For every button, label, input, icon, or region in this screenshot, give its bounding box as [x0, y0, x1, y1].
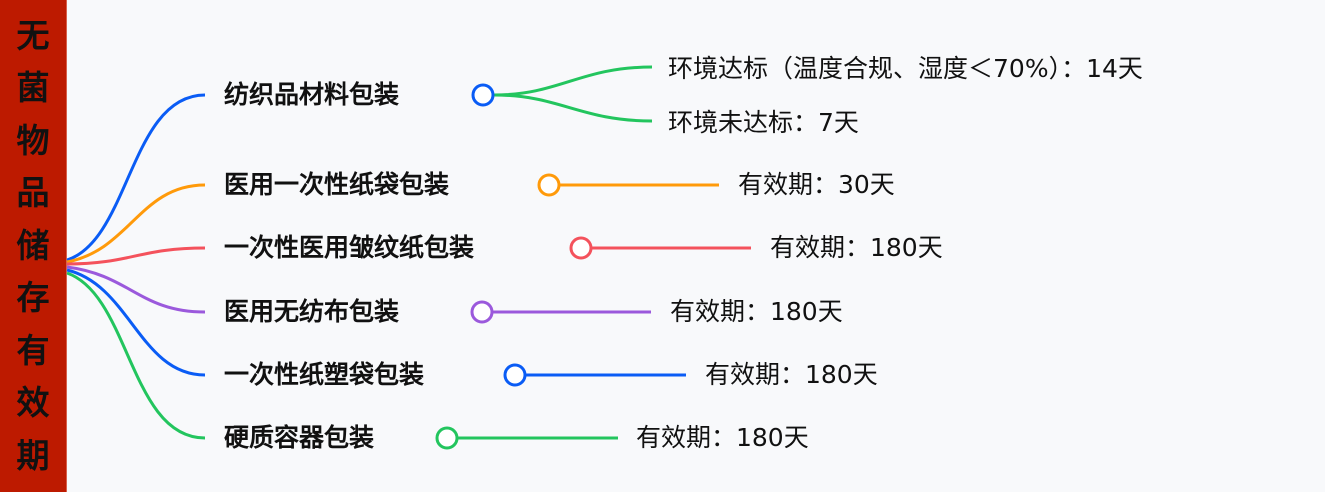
link-root-branch-1 [66, 93, 206, 262]
link-root-branch-5 [66, 268, 206, 377]
link-root-branch-3 [66, 246, 206, 266]
root-node[interactable]: 无 菌 物 品 储 存 有 效 期 [0, 0, 67, 492]
link-branch-1-leaf-1 [493, 65, 653, 97]
root-title-char: 无 [16, 15, 50, 55]
root-title-char: 品 [16, 173, 50, 213]
link-root-branch-2 [66, 183, 206, 264]
branch-node-paper-bag[interactable]: 医用一次性纸袋包装 [224, 170, 450, 199]
collapse-toggle-branch-6[interactable] [435, 426, 459, 450]
leaf-node-textile-noncompliant[interactable]: 环境未达标：7天 [668, 108, 859, 137]
leaf-node-textile-compliant[interactable]: 环境达标（温度合规、湿度＜70%）：14天 [668, 54, 1143, 83]
root-title-char: 存 [16, 278, 50, 318]
root-title-char: 有 [16, 330, 50, 370]
collapse-toggle-branch-5[interactable] [503, 363, 527, 387]
collapse-toggle-branch-1[interactable] [471, 83, 495, 107]
link-root-branch-6 [66, 271, 206, 440]
link-branch-1-leaf-2 [493, 93, 653, 123]
root-title-char: 储 [16, 225, 50, 265]
root-title-char: 效 [16, 383, 50, 423]
root-title-char: 期 [16, 435, 50, 475]
collapse-toggle-branch-4[interactable] [470, 300, 494, 324]
branch-node-rigid-container[interactable]: 硬质容器包装 [224, 423, 375, 452]
leaf-node-rigid-container-validity[interactable]: 有效期：180天 [636, 423, 809, 452]
leaf-node-nonwoven-validity[interactable]: 有效期：180天 [670, 297, 843, 326]
collapse-toggle-branch-2[interactable] [537, 173, 561, 197]
leaf-node-paper-bag-validity[interactable]: 有效期：30天 [738, 170, 895, 199]
leaf-node-paper-plastic-bag-validity[interactable]: 有效期：180天 [705, 360, 878, 389]
leaf-node-crepe-paper-validity[interactable]: 有效期：180天 [770, 233, 943, 262]
branch-node-crepe-paper[interactable]: 一次性医用皱纹纸包装 [224, 233, 475, 262]
link-root-branch-4 [66, 265, 206, 314]
branch-node-nonwoven[interactable]: 医用无纺布包装 [224, 297, 400, 326]
collapse-toggle-branch-3[interactable] [569, 236, 593, 260]
branch-node-paper-plastic-bag[interactable]: 一次性纸塑袋包装 [224, 360, 425, 389]
root-title-char: 菌 [16, 68, 50, 108]
root-title-char: 物 [16, 120, 50, 160]
branch-node-textile[interactable]: 纺织品材料包装 [224, 80, 400, 109]
